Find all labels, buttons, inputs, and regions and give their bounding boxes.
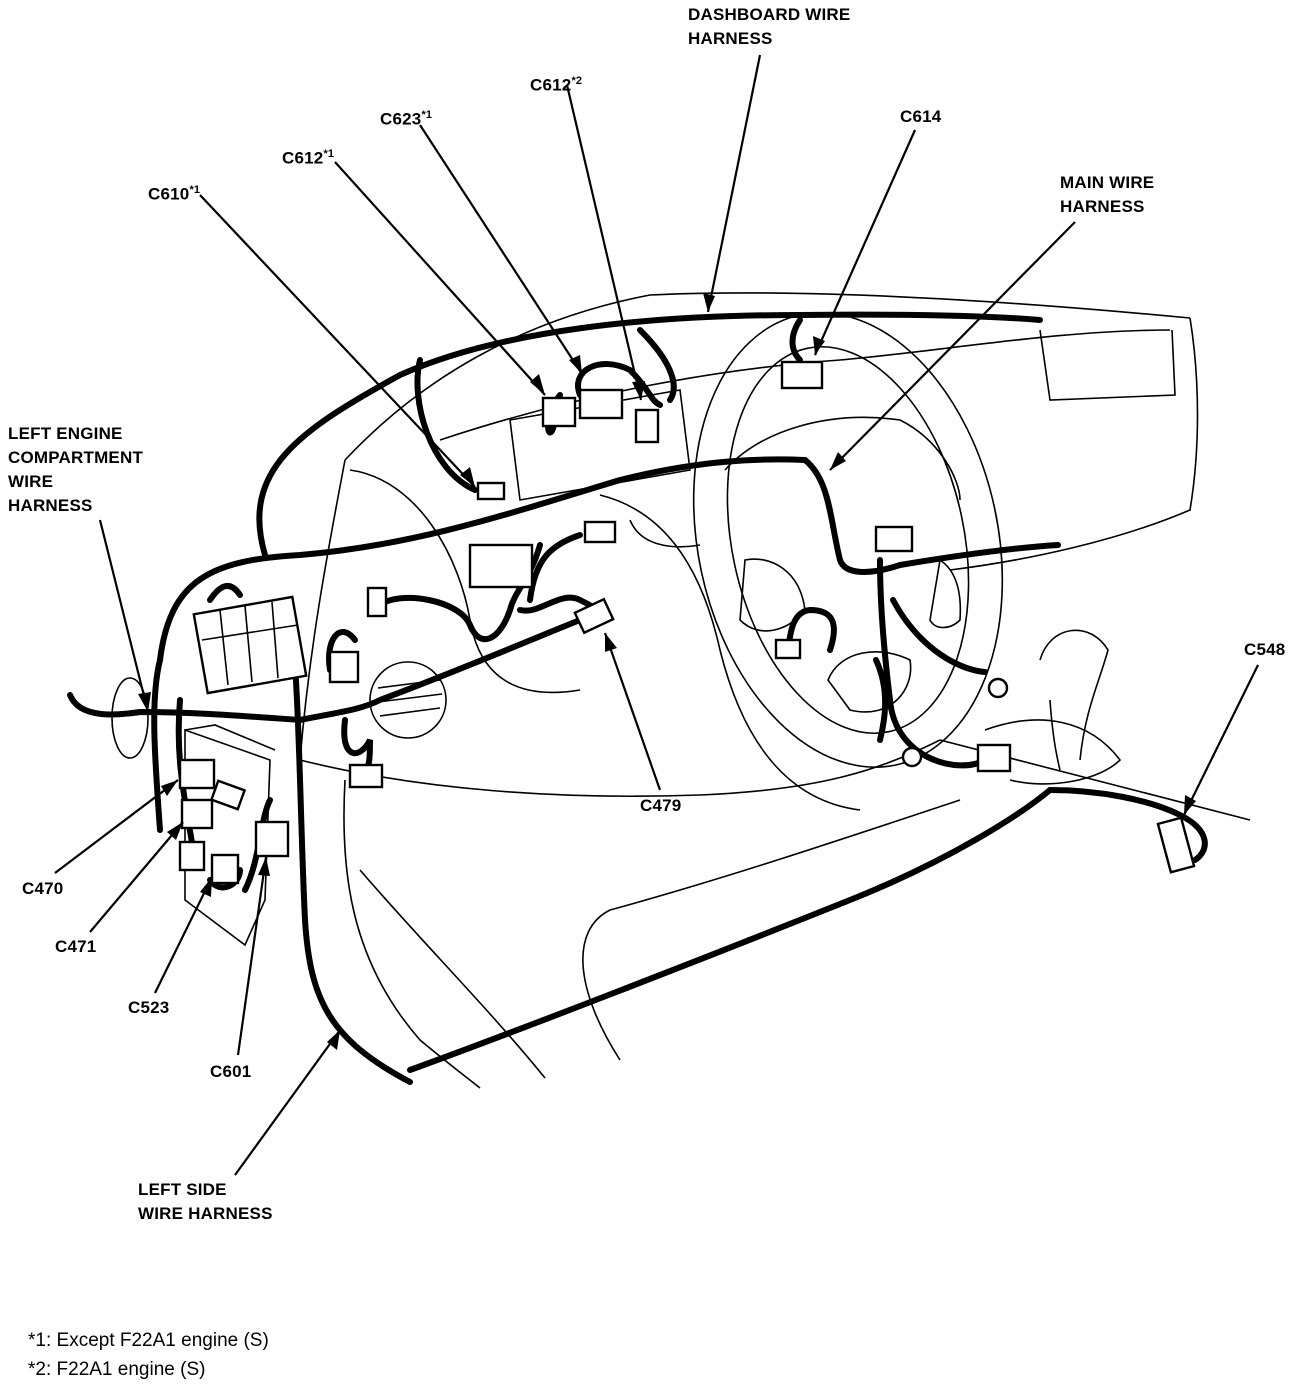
c612-star2-label: C612*2 <box>530 75 583 95</box>
left-engine-compartment-wire-harness-label: LEFT ENGINE COMPARTMENT WIRE HARNESS <box>8 424 144 515</box>
arrowheads <box>138 293 1196 1050</box>
footnotes: *1: Except F22A1 engine (S) *2: F22A1 en… <box>28 1326 269 1384</box>
footnote-1: *1: Except F22A1 engine (S) <box>28 1330 269 1351</box>
dashboard-outline <box>111 292 1251 1089</box>
c470-label: C470 <box>22 879 64 898</box>
leader-lines <box>54 54 1259 1176</box>
connectors <box>178 360 1196 885</box>
c623-star1-label: C623*1 <box>380 109 433 129</box>
c601-label: C601 <box>210 1062 252 1081</box>
c612-star1-label: C612*1 <box>282 148 335 168</box>
c523-label: C523 <box>128 998 170 1017</box>
c471-label: C471 <box>55 937 97 956</box>
c548-label: C548 <box>1244 640 1286 659</box>
c479-label: C479 <box>640 796 682 815</box>
footnote-2: *2: F22A1 engine (S) <box>28 1359 206 1380</box>
c614-label: C614 <box>900 107 942 126</box>
c610-star1-label: C610*1 <box>148 184 201 204</box>
